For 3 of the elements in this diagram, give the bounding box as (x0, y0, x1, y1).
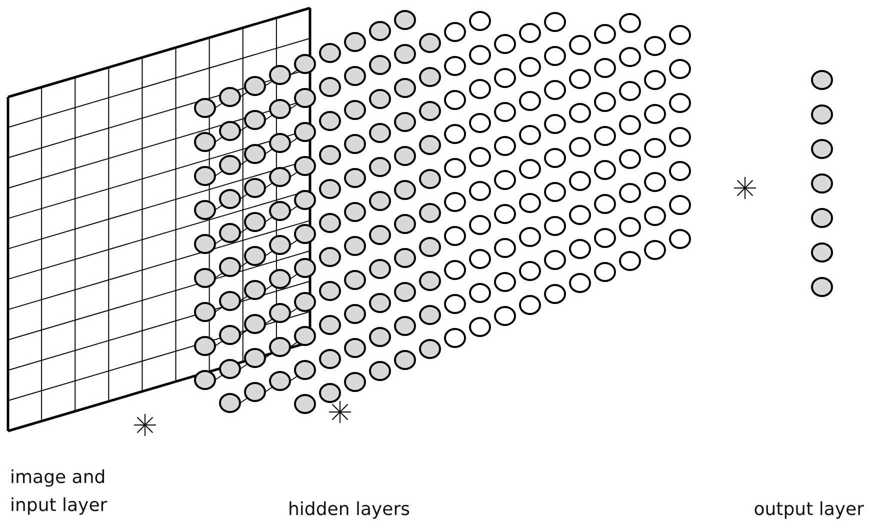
layer-label: hidden layers (288, 498, 410, 522)
layer-label: image and input layer (10, 466, 108, 518)
layer-label: output layer (754, 498, 864, 522)
